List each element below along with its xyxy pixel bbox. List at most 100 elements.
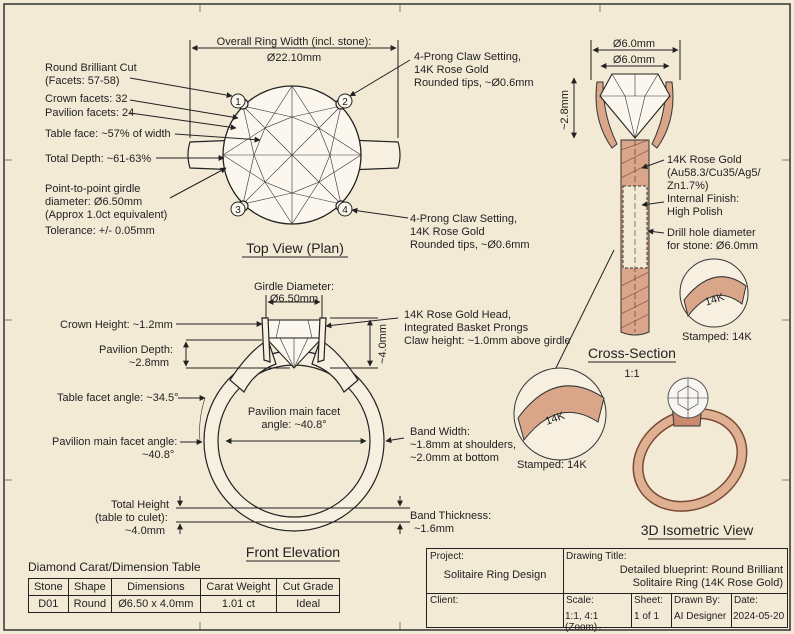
table-header-cell: Dimensions (111, 578, 201, 596)
girdle-label-3: (Approx 1.0ct equivalent) (45, 209, 167, 221)
sheet-label: Sheet: (634, 595, 663, 606)
head-label-2: Integrated Basket Prongs (404, 322, 529, 334)
table-header-cell: Cut Grade (276, 578, 340, 596)
top-view-title: Top View (Plan) (246, 240, 344, 256)
pav-main-inner-2: angle: ~40.8° (261, 419, 326, 431)
overall-width-value: Ø22.10mm (267, 52, 321, 64)
marker-4: 4 (342, 205, 348, 216)
cs-finish-1: Internal Finish: (667, 193, 739, 205)
table-cell: D01 (28, 595, 69, 613)
iso-view-title: 3D Isometric View (641, 522, 754, 538)
drawn-cell: Drawn By: AI Designer (671, 593, 732, 627)
carat-table-title: Diamond Carat/Dimension Table (28, 560, 201, 574)
prong-top-2: 14K Rose Gold (414, 64, 489, 76)
top-stone-facets (222, 85, 362, 225)
prong-bot-3: Rounded tips, ~Ø0.6mm (410, 239, 530, 251)
stamp-big-label: Stamped: 14K (517, 459, 587, 471)
pav-main-outer-1: Pavilion main facet angle: (52, 436, 177, 448)
cs-material-2: (Au58.3/Cu35/Ag5/ (667, 167, 762, 179)
sheet-cell: Sheet: 1 of 1 (631, 593, 672, 627)
cs-drill-2: for stone: Ø6.0mm (667, 240, 758, 252)
total-depth-label: Total Depth: ~61-63% (45, 153, 151, 165)
iso-view: 3D Isometric View (632, 377, 754, 540)
project-value: Solitaire Ring Design (443, 569, 547, 581)
total-height-3: ~4.0mm (125, 525, 165, 537)
cs-dim-height: ~2.8mm (559, 90, 571, 130)
girdle-label-1: Point-to-point girdle (45, 183, 140, 195)
client-label: Client: (430, 595, 459, 606)
pavilion-depth-1: Pavilion Depth: (99, 344, 173, 356)
table-cell: Ø6.50 x 4.0mm (111, 595, 201, 613)
pavilion-facets-label: Pavilion facets: 24 (45, 107, 134, 119)
date-value: 2024-05-20 (733, 611, 785, 622)
pav-main-outer-2: ~40.8° (142, 449, 174, 461)
project-cell: Project: Solitaire Ring Design (427, 549, 564, 594)
girdle-dim-label: Girdle Diameter: (254, 281, 334, 293)
table-cell: 1.01 ct (199, 595, 278, 613)
drawn-label: Drawn By: (674, 595, 721, 606)
stamp-small-text: 14K (703, 291, 726, 309)
marker-2: 2 (342, 97, 348, 108)
project-label: Project: (430, 551, 464, 562)
title-block: Project: Solitaire Ring Design Drawing T… (426, 548, 788, 633)
total-height-1: Total Height (111, 499, 169, 511)
stamp-small-label: Stamped: 14K (682, 331, 752, 343)
cross-section-view: Ø6.0mm Ø6.0mm ~2.8mm 14K Rose Gold (Au58… (513, 38, 762, 471)
head-height-label: ~4.0mm (377, 324, 389, 364)
tolerance-label: Tolerance: +/- 0.05mm (45, 225, 155, 237)
total-height-2: (table to culet): (95, 512, 168, 524)
table-face-label: Table face: ~57% of width (45, 128, 171, 140)
marker-1: 1 (235, 97, 241, 108)
overall-width-label: Overall Ring Width (incl. stone): (217, 36, 372, 48)
pavilion-depth-2: ~2.8mm (129, 357, 169, 369)
marker-3: 3 (235, 205, 241, 216)
drawing-cell: Drawing Title: Detailed blueprint: Round… (563, 549, 787, 594)
table-cell: Round (67, 595, 113, 613)
drawn-value: AI Designer (674, 611, 727, 622)
drawing-value-2: Solitaire Ring (14K Rose Gold) (632, 577, 783, 589)
scale-value: 1:1, 4:1 (Zoom) (565, 611, 599, 633)
band-width-1: Band Width: (410, 426, 470, 438)
top-view: 1 2 3 4 Overall Ring Width (incl. stone)… (45, 36, 534, 258)
scale-cell: Scale: 1:1, 4:1 (Zoom) (563, 593, 632, 633)
drawing-value-1: Detailed blueprint: Round Brilliant (619, 564, 783, 576)
prong-top-1: 4-Prong Claw Setting, (414, 51, 521, 63)
crown-height-label: Crown Height: ~1.2mm (60, 319, 173, 331)
girdle-label-2: diameter: Ø6.50mm (45, 196, 142, 208)
band-width-3: ~2.0mm at bottom (410, 452, 499, 464)
border-ticks (4, 4, 790, 630)
front-elevation-view: Girdle Diameter: Ø6.50mm Crown Height: ~… (52, 281, 571, 562)
cs-drill-1: Drill hole diameter (667, 227, 756, 239)
pav-main-inner-1: Pavilion main facet (248, 406, 340, 418)
front-elevation-title: Front Elevation (246, 544, 340, 560)
sheet-value: 1 of 1 (634, 611, 660, 622)
prong-top-3: Rounded tips, ~Ø0.6mm (414, 77, 534, 89)
girdle-dim-value: Ø6.50mm (270, 293, 318, 305)
cs-dim-inner: Ø6.0mm (613, 54, 655, 66)
cs-material-3: Zn1.7%) (667, 180, 709, 192)
client-cell: Client: (427, 593, 564, 627)
crown-facets-label: Crown facets: 32 (45, 93, 128, 105)
sheet-border (3, 3, 791, 631)
date-label: Date: (734, 595, 758, 606)
prong-bot-2: 14K Rose Gold (410, 226, 485, 238)
date-cell: Date: 2024-05-20 (731, 593, 787, 627)
facets-label: (Facets: 57-58) (45, 75, 120, 87)
cut-label: Round Brilliant Cut (45, 62, 137, 74)
table-angle-label: Table facet angle: ~34.5° (57, 392, 179, 404)
cs-dim-outer: Ø6.0mm (613, 38, 655, 50)
table-header-cell: Stone (28, 578, 69, 596)
head-label-1: 14K Rose Gold Head, (404, 309, 511, 321)
scale-label: Scale: (566, 595, 594, 606)
top-markers: 1 2 3 4 (230, 93, 353, 217)
cs-finish-2: High Polish (667, 206, 723, 218)
cs-stone (599, 73, 671, 139)
band-width-2: ~1.8mm at shoulders, (410, 439, 516, 451)
table-header-cell: Carat Weight (199, 578, 278, 596)
band-thickness-2: ~1.6mm (414, 523, 454, 535)
band-thickness-1: Band Thickness: (410, 510, 491, 522)
